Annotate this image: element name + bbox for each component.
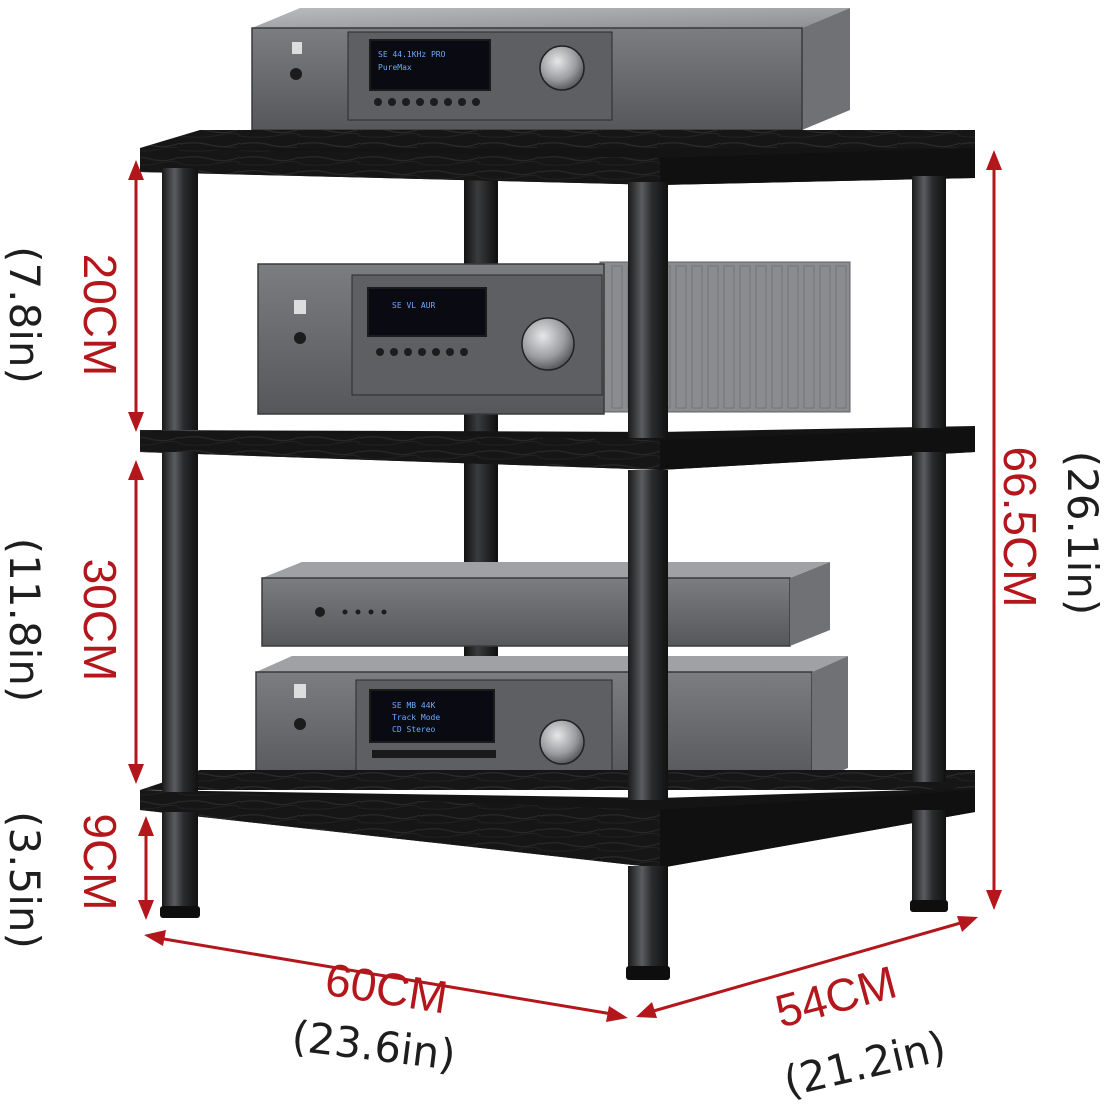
top-tier-inch-label: (7.8in) bbox=[0, 246, 49, 384]
top-tier-cm-label: 20CM bbox=[74, 254, 126, 377]
total-height-cm-label: 66.5CM bbox=[994, 446, 1046, 607]
label-top-tier: 20CM (7.8in) bbox=[0, 246, 126, 384]
dac-device bbox=[261, 562, 830, 647]
rack-front-posts bbox=[160, 168, 948, 980]
dimension-line-total-height bbox=[986, 150, 1002, 910]
top-shelf bbox=[140, 130, 975, 185]
svg-text:SE 44.1KHz PRO: SE 44.1KHz PRO bbox=[378, 50, 446, 59]
bottom-tier-cm-label: 9CM bbox=[74, 813, 126, 910]
depth-inch-label: (21.2in) bbox=[779, 1021, 950, 1106]
dimension-line-depth bbox=[636, 916, 978, 1018]
dimension-line-top-tier bbox=[128, 160, 144, 432]
label-bottom-tier: 9CM (3.5in) bbox=[0, 811, 126, 949]
label-total-height: 66.5CM (26.1in) bbox=[994, 446, 1107, 615]
bottom-tier-inch-label: (3.5in) bbox=[0, 811, 49, 949]
svg-text:CD Stereo: CD Stereo bbox=[392, 725, 436, 734]
amplifier-device: SE 44.1KHz PRO PureMax bbox=[251, 8, 850, 131]
depth-cm-label: 54CM bbox=[770, 956, 902, 1038]
middle-tier-inch-label: (11.8in) bbox=[0, 538, 49, 703]
dimension-line-bottom-tier bbox=[138, 816, 154, 920]
svg-text:PureMax: PureMax bbox=[378, 63, 412, 72]
svg-text:SE VL AUR: SE VL AUR bbox=[392, 301, 436, 310]
label-depth: 54CM (21.2in) bbox=[770, 956, 951, 1107]
svg-text:Track Mode: Track Mode bbox=[392, 713, 440, 722]
width-cm-label: 60CM bbox=[322, 953, 451, 1024]
receiver-device: SE VL AUR bbox=[257, 261, 851, 415]
svg-text:SE MB 44K: SE MB 44K bbox=[392, 701, 436, 710]
cd-player-device: SE MB 44K Track Mode CD Stereo bbox=[255, 656, 848, 785]
total-height-inch-label: (26.1in) bbox=[1058, 451, 1107, 616]
middle-tier-cm-label: 30CM bbox=[74, 559, 126, 682]
dimension-line-width bbox=[144, 930, 628, 1022]
bottom-shelf bbox=[140, 770, 975, 868]
label-width: 60CM (23.6in) bbox=[289, 953, 458, 1080]
middle-shelf bbox=[140, 426, 975, 470]
dimension-line-middle-tier bbox=[128, 460, 144, 784]
label-middle-tier: 30CM (11.8in) bbox=[0, 538, 126, 703]
